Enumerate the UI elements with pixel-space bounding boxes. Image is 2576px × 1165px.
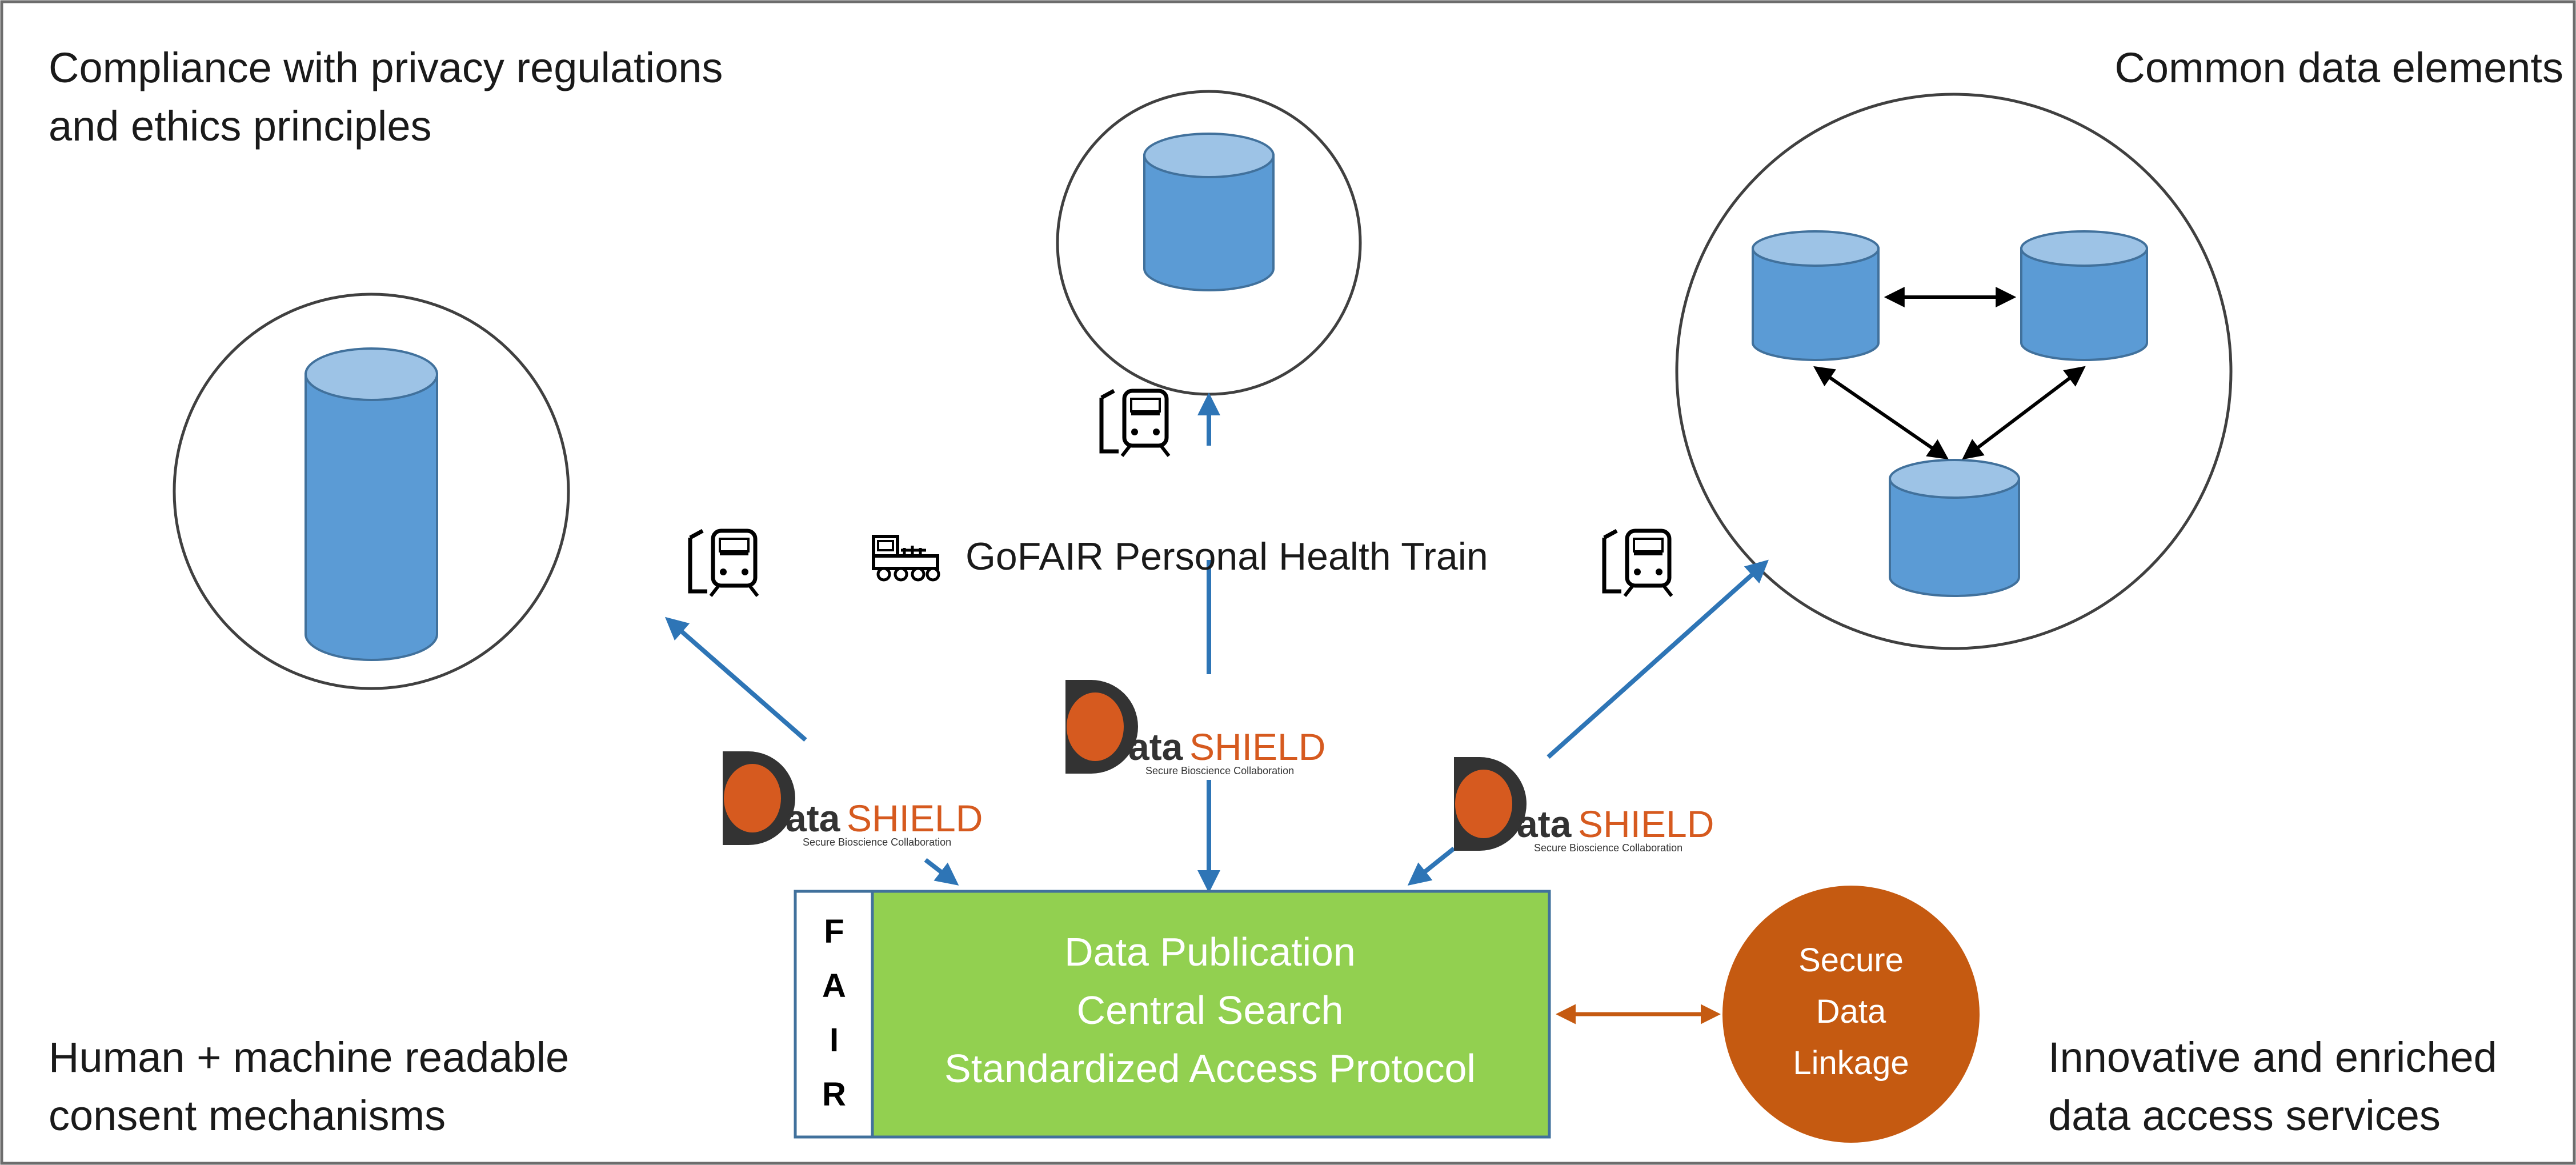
right-node	[1675, 93, 2233, 650]
database-icon-a	[1752, 230, 1880, 361]
svg-text:ata: ata	[786, 797, 841, 839]
arrow-left-logo-to-hub	[924, 858, 959, 886]
link-arrow-a-c	[1813, 366, 1949, 460]
linkage-circle	[1722, 886, 1980, 1143]
center-caption: GoFAIR Personal Health Train	[966, 535, 1488, 578]
svg-text:SHIELD: SHIELD	[847, 797, 983, 839]
arrow-right-logo-to-hub	[1407, 846, 1456, 886]
database-icon-b	[2020, 230, 2148, 361]
link-arrow-b-c	[1962, 366, 2086, 460]
database-icon-c	[1889, 459, 2020, 597]
top-database-icon	[1143, 133, 1275, 291]
fair-line-central-search: Central Search	[1077, 988, 1344, 1032]
fair-hub: F A I R Data Publication Central Search …	[794, 890, 1551, 1139]
arrow-to-right-node	[1547, 559, 1769, 759]
svg-text:ata: ata	[1517, 803, 1572, 845]
linkage-line-2: Data	[1816, 993, 1886, 1030]
datashield-logo: ata SHIELD Secure Bioscience Collaborati…	[1065, 680, 1325, 776]
svg-text:Secure Bioscience Collaboratio: Secure Bioscience Collaboration	[1534, 842, 1682, 854]
caption-top-left: Compliance with privacy regulations and …	[49, 44, 723, 150]
fair-line-data-publication: Data Publication	[1064, 930, 1356, 974]
linkage-line-3: Linkage	[1793, 1044, 1909, 1082]
fair-letter-a: A	[822, 967, 846, 1004]
linkage-line-1: Secure	[1798, 942, 1904, 979]
fair-hub-box	[871, 890, 1551, 1139]
caption-bottom-left: Human + machine readable consent mechani…	[49, 1034, 570, 1139]
svg-text:Secure Bioscience Collaboratio: Secure Bioscience Collaboration	[803, 836, 951, 848]
fair-letter-r: R	[822, 1076, 846, 1113]
left-database-icon	[305, 347, 438, 661]
caption-bottom-right: Innovative and enriched data access serv…	[2048, 1034, 2497, 1139]
arrow-to-left-node	[664, 616, 807, 742]
fair-letter-column	[794, 890, 874, 1139]
svg-text:SHIELD: SHIELD	[1578, 803, 1714, 845]
fair-letter-i: I	[830, 1022, 839, 1059]
secure-data-linkage: Secure Data Linkage	[1722, 886, 1980, 1143]
caption-top-right: Common data elements	[2114, 44, 2563, 91]
svg-text:SHIELD: SHIELD	[1189, 726, 1325, 768]
svg-text:Secure Bioscience Collaboratio: Secure Bioscience Collaboration	[1145, 765, 1294, 776]
svg-text:ata: ata	[1128, 726, 1184, 768]
fair-letter-f: F	[824, 913, 844, 950]
fair-line-access-protocol: Standardized Access Protocol	[944, 1046, 1476, 1091]
top-node	[1056, 90, 1362, 396]
datashield-logo: ata SHIELD Secure Bioscience Collaborati…	[1454, 757, 1714, 854]
datashield-logo: ata SHIELD Secure Bioscience Collaborati…	[723, 751, 983, 848]
left-node	[173, 293, 570, 690]
